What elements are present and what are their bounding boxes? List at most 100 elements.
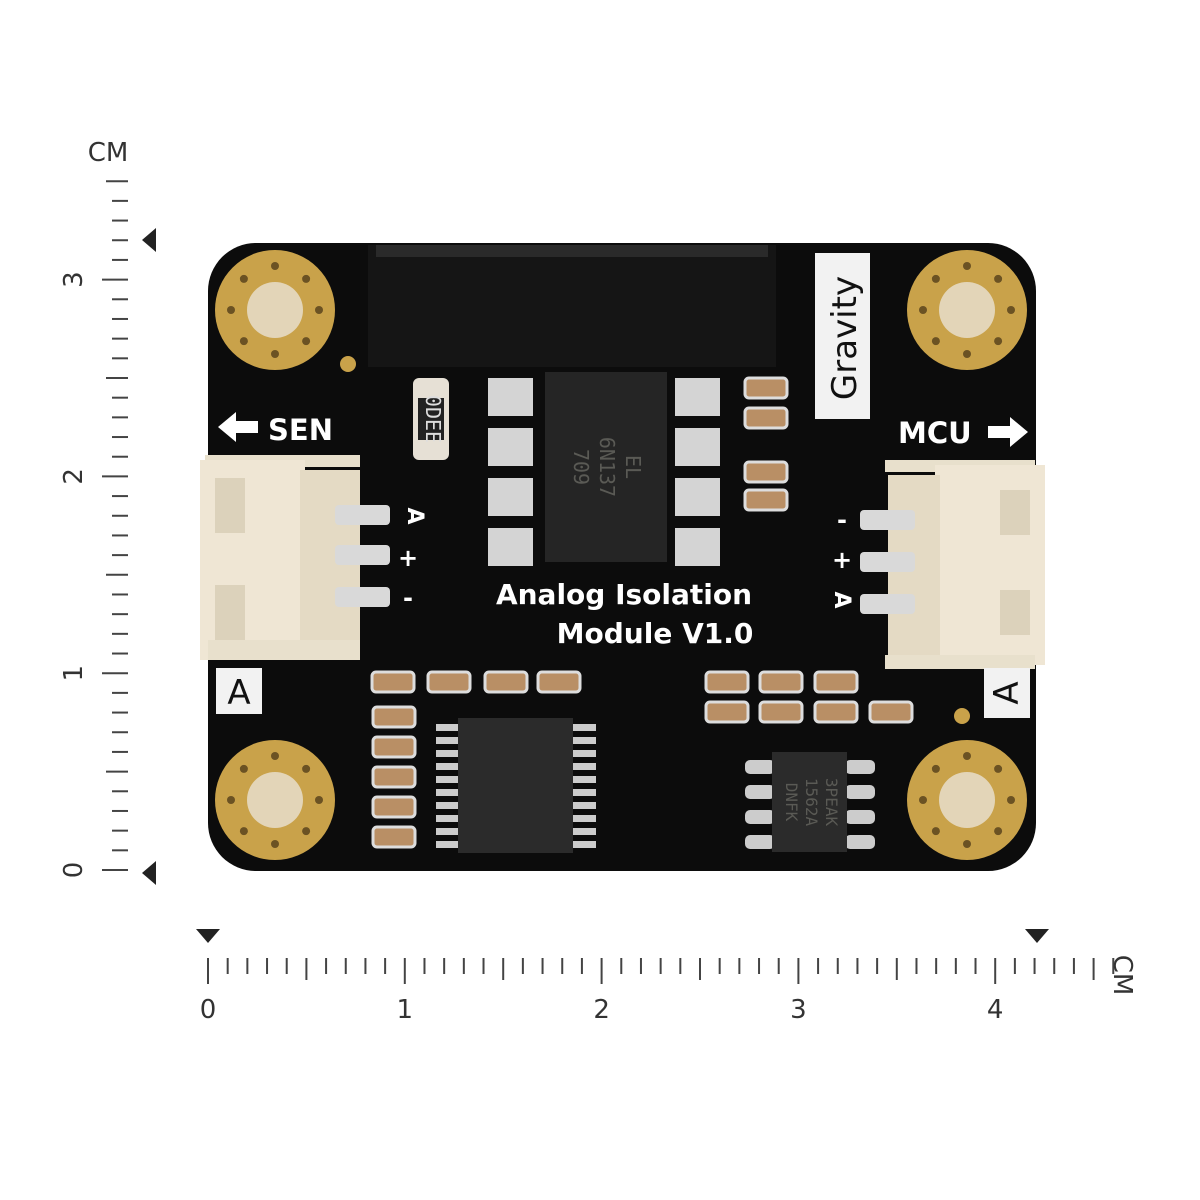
- pad: [436, 815, 462, 822]
- pad: [570, 750, 596, 757]
- via: [302, 764, 311, 773]
- via: [931, 764, 940, 773]
- right-pin-label: A: [829, 591, 854, 608]
- pad: [570, 724, 596, 731]
- left-connector: [200, 455, 390, 660]
- horizontal-ruler: [207, 958, 1115, 984]
- pad: [570, 776, 596, 783]
- smd-component: [813, 700, 859, 724]
- pad: [745, 760, 775, 774]
- tssop-chip: [458, 718, 573, 853]
- tssop-pads: [436, 724, 596, 848]
- triangle-marker-icon: [142, 228, 156, 252]
- chip-marking: DNFK: [782, 783, 801, 822]
- via: [994, 337, 1003, 346]
- pad: [570, 789, 596, 796]
- smd-component: [813, 670, 859, 694]
- left-pin-label: -: [403, 584, 413, 612]
- pad: [436, 841, 462, 848]
- pad: [675, 378, 720, 416]
- ruler-label: 2: [59, 468, 89, 485]
- pad: [570, 828, 596, 835]
- pad: [675, 478, 720, 516]
- mounting-hole-center: [247, 282, 303, 338]
- chip-marking: 1562A: [802, 778, 821, 827]
- smd-component: [371, 765, 417, 789]
- mounting-hole-center: [939, 772, 995, 828]
- ruler-label: 3: [790, 995, 807, 1025]
- smd-component: [758, 670, 804, 694]
- smd-component: [371, 825, 417, 849]
- smd-component: [371, 735, 417, 759]
- pad: [436, 828, 462, 835]
- right-connector: [860, 460, 1045, 669]
- via: [315, 306, 323, 314]
- left-type-box: [216, 668, 262, 714]
- header-block-edge: [376, 245, 768, 257]
- pad: [570, 841, 596, 848]
- pad: [436, 763, 462, 770]
- resistor-body: [418, 398, 444, 440]
- ruler-label: 1: [59, 665, 89, 682]
- via: [271, 752, 279, 760]
- mounting-hole-center: [939, 282, 995, 338]
- pad: [488, 378, 533, 416]
- via: [315, 796, 323, 804]
- smd-component: [743, 376, 789, 400]
- ruler-label: 0: [59, 862, 89, 879]
- fiducial: [954, 708, 970, 724]
- ruler-label: 4: [987, 995, 1004, 1025]
- smd-component: [483, 670, 529, 694]
- via: [919, 796, 927, 804]
- pad: [745, 785, 775, 799]
- via: [302, 274, 311, 283]
- via: [931, 827, 940, 836]
- pcb-board: Gravity SEN MCU A + -: [200, 243, 1045, 871]
- resistor-code: 0DEE: [421, 395, 445, 443]
- vertical-ruler-labels: 0 1 2 3: [59, 271, 89, 878]
- smd-component: [704, 670, 750, 694]
- right-pin-label: -: [837, 506, 847, 534]
- pad: [570, 737, 596, 744]
- via: [239, 274, 248, 283]
- smd-component: [370, 670, 416, 694]
- via: [963, 840, 971, 848]
- ruler-label: 2: [593, 995, 610, 1025]
- amplifier-chip: [772, 752, 847, 852]
- via: [963, 262, 971, 270]
- horizontal-ruler-unit: CM: [1107, 955, 1137, 996]
- vertical-ruler: [102, 180, 128, 871]
- ruler-label: 3: [59, 271, 89, 288]
- via: [227, 796, 235, 804]
- left-type-label: A: [227, 673, 250, 713]
- fiducial: [340, 356, 356, 372]
- pad: [436, 750, 462, 757]
- pad: [488, 428, 533, 466]
- board-title-line2: Module V1.0: [557, 617, 754, 650]
- via: [271, 262, 279, 270]
- smd-component: [371, 795, 417, 819]
- via: [963, 752, 971, 760]
- optocoupler-chip: [545, 372, 667, 562]
- via: [919, 306, 927, 314]
- via: [1007, 306, 1015, 314]
- pad: [436, 789, 462, 796]
- pad: [436, 776, 462, 783]
- arrow-left-icon: [218, 412, 258, 442]
- smd-component: [868, 700, 914, 724]
- amplifier-pads: [745, 760, 875, 849]
- pad: [845, 835, 875, 849]
- triangle-marker-icon: [196, 929, 220, 943]
- pad: [436, 802, 462, 809]
- via: [1007, 796, 1015, 804]
- smd-component: [371, 705, 417, 729]
- pad: [675, 528, 720, 566]
- pad: [570, 763, 596, 770]
- via: [994, 827, 1003, 836]
- vertical-ruler-unit: CM: [88, 138, 129, 168]
- right-type-label: A: [987, 681, 1027, 704]
- smd-component: [758, 700, 804, 724]
- ruler-label: 0: [200, 995, 217, 1025]
